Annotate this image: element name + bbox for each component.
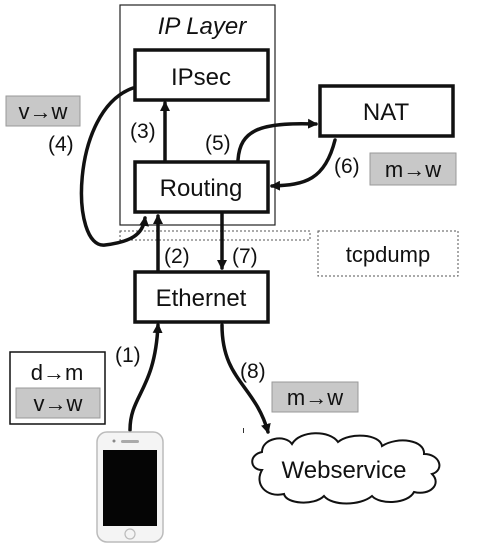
step-4-label: (4) bbox=[48, 133, 74, 156]
tcpdump-region: tcpdump bbox=[119, 230, 459, 277]
tcpdump-box bbox=[317, 230, 459, 277]
svg-text:v→w: v→w bbox=[19, 99, 68, 124]
arrows bbox=[79, 86, 337, 434]
smartphone-icon bbox=[96, 431, 164, 543]
ipsec-box: IPsec bbox=[133, 48, 270, 102]
arrow-6 bbox=[270, 138, 337, 191]
arrow-8 bbox=[220, 323, 271, 434]
routing-box: Routing bbox=[133, 160, 270, 214]
step-8-label: (8) bbox=[240, 360, 266, 383]
step-3-label: (3) bbox=[130, 120, 156, 143]
ip-layer-frame: IP Layer bbox=[119, 4, 276, 226]
arrow-4 bbox=[79, 86, 150, 247]
webservice-cloud: Webservice bbox=[251, 432, 441, 505]
nat-label: NAT bbox=[363, 99, 410, 126]
step-2-label: (2) bbox=[164, 245, 190, 268]
tcpdump-label: tcpdump bbox=[346, 242, 430, 267]
webservice-label: Webservice bbox=[282, 457, 407, 484]
tag-m-to-w-nat: m→w bbox=[369, 152, 457, 186]
tag-d-to-m: d→m bbox=[31, 360, 84, 385]
phone-address-group: d→m v→w bbox=[9, 351, 106, 425]
step-7-label: (7) bbox=[232, 245, 258, 268]
step-1-label: (1) bbox=[115, 344, 141, 367]
stray-mark bbox=[243, 428, 244, 433]
nat-box: NAT bbox=[318, 84, 455, 138]
ethernet-box: Ethernet bbox=[133, 270, 270, 324]
tag-v-to-w-phone: v→w bbox=[34, 391, 83, 416]
tag-v-to-w-top: v→w bbox=[5, 95, 81, 127]
step-labels: (1) (2) (3) (4) (5) (6) (7) (8) bbox=[48, 120, 360, 383]
arrow-1 bbox=[128, 323, 163, 432]
step-5-label: (5) bbox=[205, 132, 231, 155]
ipsec-label: IPsec bbox=[171, 64, 231, 91]
tag-m-to-w-web: m→w bbox=[271, 381, 359, 413]
step-6-label: (6) bbox=[334, 155, 360, 178]
routing-label: Routing bbox=[160, 175, 243, 202]
svg-text:m→w: m→w bbox=[385, 157, 441, 182]
svg-text:m→w: m→w bbox=[287, 385, 343, 410]
arrow-5 bbox=[236, 118, 318, 162]
ethernet-label: Ethernet bbox=[156, 285, 247, 312]
ip-layer-title: IP Layer bbox=[158, 13, 247, 40]
